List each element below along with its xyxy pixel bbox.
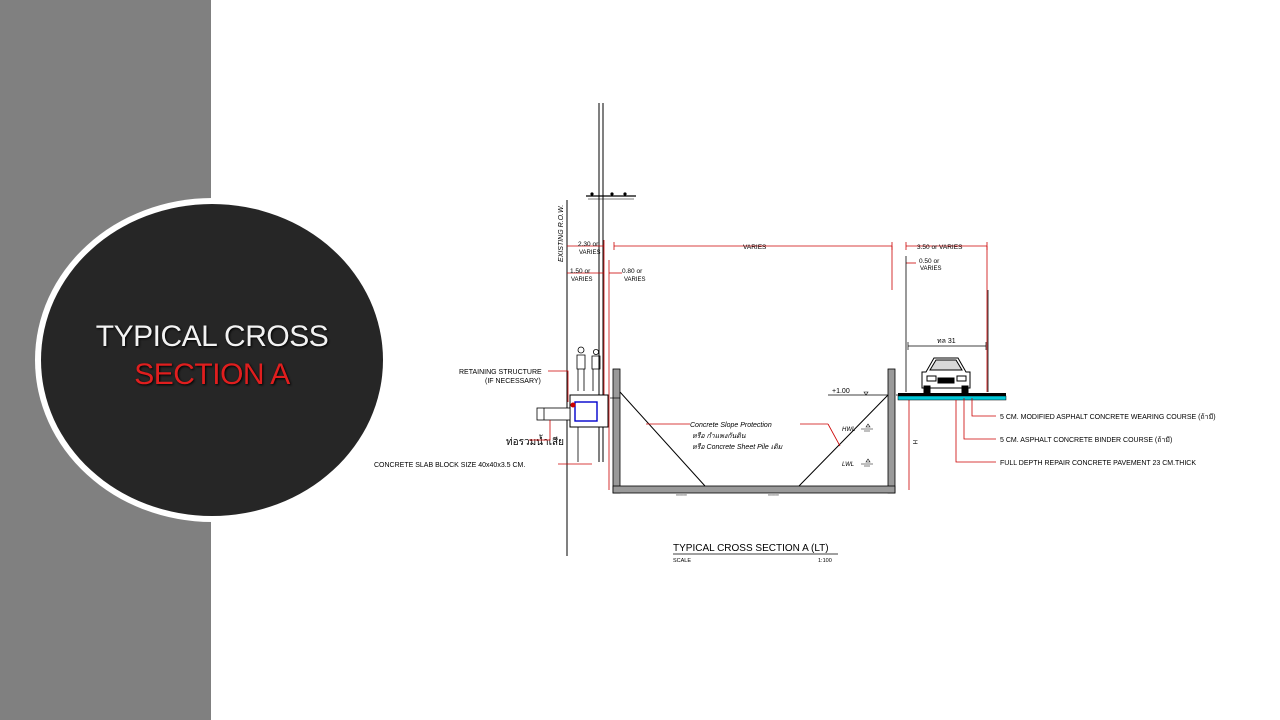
dim-050-varies: VARIES bbox=[920, 266, 942, 272]
caption-scale-value: 1:100 bbox=[818, 558, 832, 564]
retaining-leader bbox=[548, 370, 569, 402]
h-label: H bbox=[911, 440, 917, 444]
dim-150-varies: VARIES bbox=[571, 277, 593, 283]
asphalt-binder-label: 5 CM. ASPHALT CONCRETE BINDER COURSE (ถ้… bbox=[1000, 436, 1172, 444]
slab-block-label: CONCRETE SLAB BLOCK SIZE 40x40x3.5 CM. bbox=[374, 462, 525, 469]
sewer-pipe-leader bbox=[529, 420, 551, 441]
slope-label-1: Concrete Slope Protection bbox=[690, 422, 772, 429]
elevation-label: +1.00 bbox=[832, 388, 850, 395]
slope-leaders bbox=[646, 423, 841, 447]
svg-text:━━━━━━: ━━━━━━ bbox=[675, 493, 687, 497]
retaining-label-1: RETAINING STRUCTURE bbox=[459, 369, 542, 376]
dim-230: 2.30 or bbox=[578, 241, 599, 248]
road-lane-dimension bbox=[907, 342, 987, 350]
title-circle bbox=[41, 204, 383, 516]
dim-350: 3.50 or VARIES bbox=[917, 244, 963, 251]
retaining-structure bbox=[569, 394, 609, 462]
dim-080: 0.80 or bbox=[622, 268, 643, 275]
svg-text:━━━━━━: ━━━━━━ bbox=[767, 493, 779, 497]
asphalt-wearing-label: 5 CM. MODIFIED ASPHALT CONCRETE WEARING … bbox=[1000, 413, 1216, 421]
pavement-leaders bbox=[955, 398, 996, 463]
title-line-1: TYPICAL CROSS bbox=[95, 320, 329, 353]
left-dimensions bbox=[567, 240, 622, 490]
title-line-2: SECTION A bbox=[134, 358, 290, 391]
sewer-pipe-label: ท่อรวมน้ำเสีย bbox=[506, 434, 564, 448]
dim-050: 0.50 or bbox=[919, 258, 940, 265]
full-depth-label: FULL DEPTH REPAIR CONCRETE PAVEMENT 23 C… bbox=[1000, 460, 1196, 467]
caption-scale-label: SCALE bbox=[673, 558, 691, 564]
people-figures bbox=[576, 346, 601, 391]
dim-080-varies: VARIES bbox=[624, 277, 646, 283]
canal-width-dimension bbox=[613, 242, 893, 290]
canal-section: ━━━━━━ ━━━━━━ bbox=[610, 368, 1004, 497]
road-label: ทล 31 bbox=[937, 338, 956, 345]
lwl-label: LWL bbox=[842, 462, 854, 468]
row-label: EXISTING R.O.W. bbox=[558, 205, 565, 262]
slope-label-2: หรือ กำแพงกันดิน bbox=[692, 432, 746, 440]
pavement-layers bbox=[897, 393, 1007, 401]
car-icon bbox=[921, 357, 971, 394]
slide-title: TYPICAL CROSS SECTION A bbox=[41, 318, 383, 394]
dim-150: 1.50 or bbox=[570, 268, 591, 275]
dim-230-varies: VARIES bbox=[579, 250, 601, 256]
hwl-label: HWL bbox=[842, 427, 855, 433]
right-dimensions bbox=[905, 242, 988, 392]
dim-varies: VARIES bbox=[743, 244, 767, 251]
caption-title: TYPICAL CROSS SECTION A (LT) bbox=[673, 543, 829, 554]
slope-label-3: หรือ Concrete Sheet Pile เดิม bbox=[692, 443, 783, 451]
retaining-label-2: (IF NECESSARY) bbox=[485, 378, 541, 385]
sewer-pipe bbox=[536, 407, 571, 421]
